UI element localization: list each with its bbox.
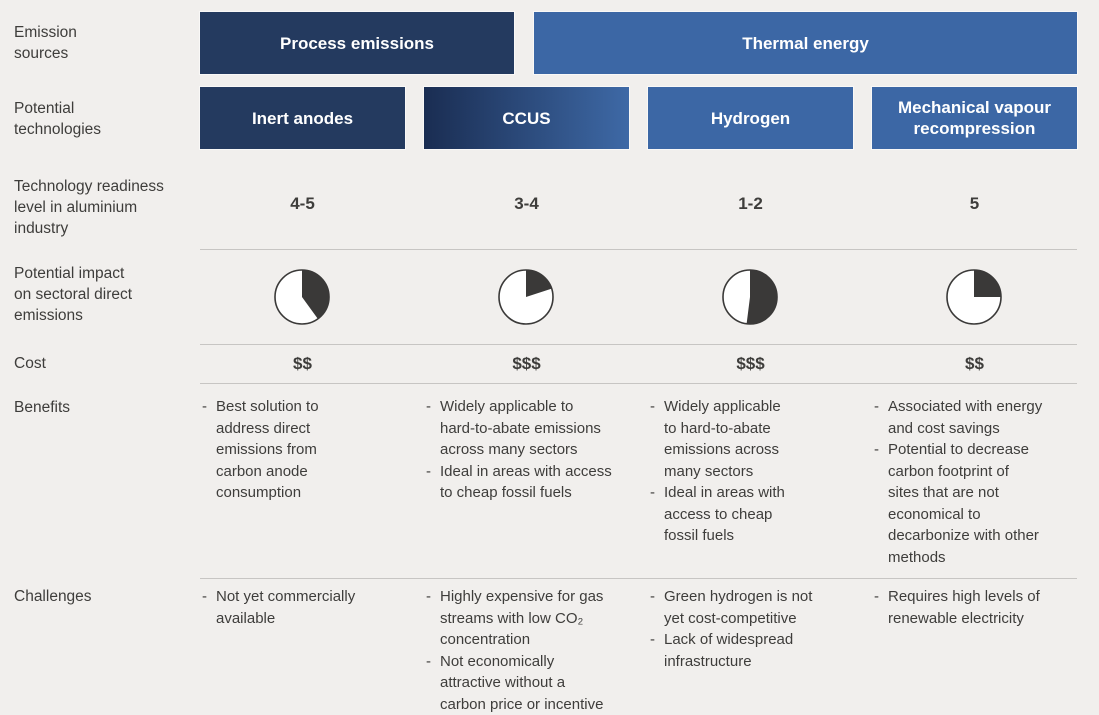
bullet-dash: -: [426, 462, 431, 480]
pie-chart-svg: [946, 269, 1002, 325]
bullet-item: -Lack of widespread infrastructure: [650, 629, 855, 672]
bullet-dash: -: [650, 588, 655, 605]
tech-box-hydrogen-label: Hydrogen: [710, 108, 791, 128]
impact-pie-inert-anodes: [272, 267, 332, 327]
bullet-dash: -: [426, 588, 431, 605]
bullet-item: -Ideal in areas with access to cheap fos…: [426, 461, 631, 504]
benefits-list-hydrogen: -Widely applicable to hard-to-abate emis…: [650, 396, 855, 547]
impact-pie-ccus: [496, 267, 556, 327]
bullet-item: -Not economically attractive without a c…: [426, 651, 631, 715]
row-label-emission-sources: Emission sources: [14, 24, 77, 62]
impact-pie-hydrogen: [720, 267, 780, 327]
cost-value-ccus: $$$: [512, 354, 541, 373]
benefits-list-inert-anodes: -Best solution to address direct emissio…: [202, 396, 407, 504]
trl-value-mvr: 5: [969, 194, 980, 213]
bullet-dash: -: [426, 652, 431, 670]
bullet-item: -Best solution to address direct emissio…: [202, 396, 407, 504]
bullet-text: Highly expensive for gas streams with lo…: [440, 588, 604, 648]
tech-box-inert-anodes-label: Inert anodes: [251, 108, 354, 128]
bullet-dash: -: [874, 398, 879, 415]
header-process-emissions: Process emissions: [200, 12, 514, 74]
benefits-list-ccus: -Widely applicable to hard-to-abate emis…: [426, 396, 631, 504]
impact-pie-mvr: [944, 267, 1004, 327]
header-process-emissions-label: Process emissions: [279, 33, 435, 53]
bullet-item: -Potential to decrease carbon footprint …: [874, 439, 1079, 568]
bullet-text: Widely applicable to hard-to-abate emiss…: [440, 398, 601, 458]
trl-value-hydrogen: 1-2: [738, 194, 763, 213]
trl-value-ccus: 3-4: [514, 194, 539, 213]
tech-box-hydrogen: Hydrogen: [648, 87, 853, 149]
bullet-dash: -: [426, 398, 431, 415]
tech-box-ccus: CCUS: [424, 87, 629, 149]
bullet-dash: -: [202, 588, 207, 605]
challenges-list-inert-anodes: -Not yet commercially available: [202, 586, 407, 629]
row-label-potential-impact: Potential impact on sectoral direct emis…: [14, 265, 133, 324]
bullet-text: Potential to decrease carbon footprint o…: [888, 441, 1039, 566]
bullet-item: -Widely applicable to hard-to-abate emis…: [650, 396, 855, 482]
bullet-dash: -: [874, 588, 879, 605]
challenges-list-ccus: -Highly expensive for gas streams with l…: [426, 586, 631, 715]
bullet-item: -Highly expensive for gas streams with l…: [426, 586, 631, 651]
row-label-cost: Cost: [14, 355, 46, 372]
bullet-text: Ideal in areas with access to cheap foss…: [664, 484, 785, 544]
bullet-item: -Associated with energy and cost savings: [874, 396, 1079, 439]
pie-chart-svg: [722, 269, 778, 325]
divider: [200, 383, 1077, 384]
bullet-dash: -: [650, 398, 655, 415]
tech-box-mvr-label: Mechanical vapour recompression: [897, 98, 1052, 138]
header-thermal-energy-label: Thermal energy: [742, 33, 869, 53]
row-label-challenges: Challenges: [14, 588, 92, 605]
bullet-text: Ideal in areas with access to cheap foss…: [440, 462, 612, 502]
bullet-dash: -: [650, 484, 655, 501]
bullet-text: Not economically attractive without a ca…: [440, 652, 604, 713]
trl-value-inert-anodes: 4-5: [290, 194, 315, 213]
bullet-dash: -: [874, 441, 879, 458]
bullet-text: Widely applicable to hard-to-abate emiss…: [664, 398, 781, 480]
tech-box-inert-anodes: Inert anodes: [200, 87, 405, 149]
pie-chart-svg: [498, 269, 554, 325]
divider: [200, 578, 1077, 579]
cost-value-inert-anodes: $$: [293, 354, 312, 373]
pie-chart-svg: [274, 269, 330, 325]
tech-box-ccus-label: CCUS: [502, 108, 551, 128]
bullet-text: Lack of widespread infrastructure: [664, 631, 794, 670]
bullet-item: -Widely applicable to hard-to-abate emis…: [426, 396, 631, 461]
bullet-text: Requires high levels of renewable electr…: [888, 588, 1040, 627]
challenges-list-mvr: -Requires high levels of renewable elect…: [874, 586, 1079, 629]
bullet-text: Green hydrogen is not yet cost-competiti…: [664, 588, 813, 627]
bullet-dash: -: [202, 398, 207, 415]
bullet-item: -Not yet commercially available: [202, 586, 407, 629]
cost-value-mvr: $$: [965, 354, 984, 373]
divider: [200, 344, 1077, 345]
tech-box-mvr: Mechanical vapour recompression: [872, 87, 1077, 149]
divider: [200, 249, 1077, 250]
bullet-item: -Requires high levels of renewable elect…: [874, 586, 1079, 629]
header-thermal-energy: Thermal energy: [534, 12, 1077, 74]
row-label-potential-technologies: Potential technologies: [14, 100, 102, 138]
challenges-list-hydrogen: -Green hydrogen is not yet cost-competit…: [650, 586, 855, 672]
benefits-list-mvr: -Associated with energy and cost savings…: [874, 396, 1079, 568]
row-label-technology-readiness: Technology readiness level in aluminium …: [14, 178, 164, 237]
bullet-dash: -: [650, 631, 655, 648]
bullet-item: -Ideal in areas with access to cheap fos…: [650, 482, 855, 547]
bullet-text: Best solution to address direct emission…: [216, 398, 319, 501]
bullet-text: Associated with energy and cost savings: [888, 398, 1043, 437]
bullet-item: -Green hydrogen is not yet cost-competit…: [650, 586, 855, 629]
bullet-text: Not yet commercially available: [216, 588, 356, 627]
cost-value-hydrogen: $$$: [736, 354, 765, 373]
row-label-benefits: Benefits: [14, 399, 71, 416]
